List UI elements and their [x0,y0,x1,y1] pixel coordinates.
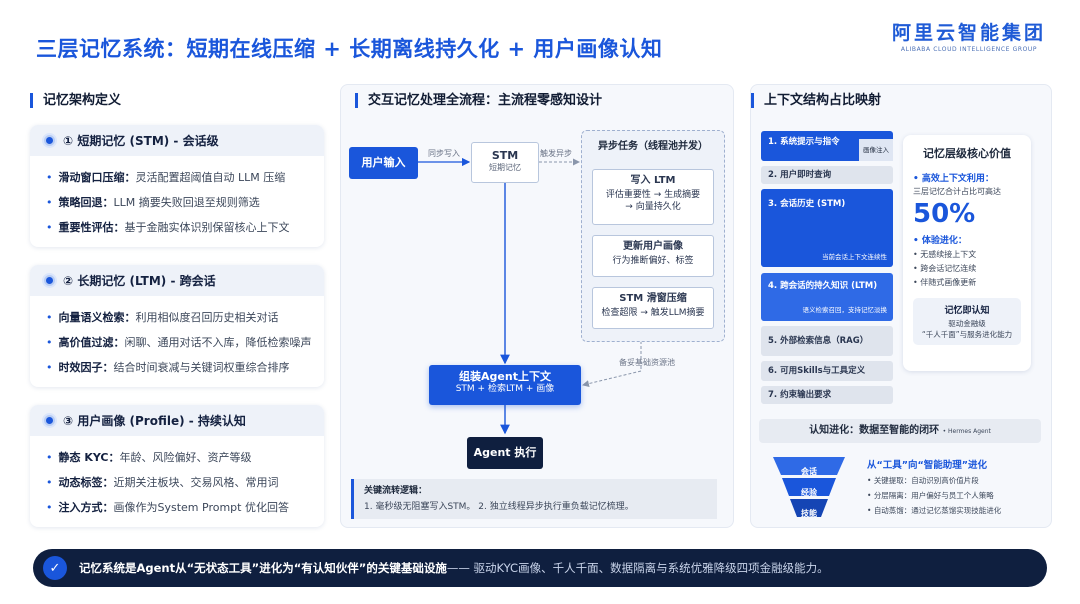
list-item: 向量语义检索：利用相似度召回历史相关对话 [46,305,324,330]
evo-title: 认知进化：数据至智能的闭环 • Hermes Agent [759,419,1041,443]
flow-panel: 交互记忆处理全流程：主流程零感知设计 用户输入 同步写入 STM 短期记忆 触发… [340,84,734,528]
list-item: 滑动窗口压缩：灵活配置超阈值自动 LLM 压缩 [46,165,324,190]
list-item: 重要性评估：基于金融实体识别保留核心上下文 [46,215,324,240]
stm-card: ① 短期记忆 (STM) - 会话级 滑动窗口压缩：灵活配置超阈值自动 LLM … [30,125,324,247]
mid-header: 交互记忆处理全流程：主流程零感知设计 [355,93,602,108]
segment-2: 2. 用户即时查询 [761,166,893,184]
list-item: 策略回退：LLM 摘要失败回退至规则筛选 [46,190,324,215]
value-card: 记忆层级核心价值 • 高效上下文利用： 三层记忆合计占比可高达 50% • 体验… [903,135,1031,371]
segment-7: 7. 约束输出要求 [761,386,893,404]
list-item: 注入方式：画像作为System Prompt 优化回答 [46,495,324,520]
segment-1: 1. 系统提示与指令画像注入 [761,131,893,161]
cognition-box: 记忆即认知 驱动金融级“千人千面”与服务进化能力 [913,298,1021,345]
page-title: 三层记忆系统：短期在线压缩 + 长期离线持久化 + 用户画像认知 [36,37,663,61]
list-item: 动态标签：近期关注板块、交易风格、常用词 [46,470,324,495]
left-header: 记忆架构定义 [30,93,121,108]
list-item: • 自动蒸馏：通过记忆蒸馏实现技能进化 [867,506,1002,515]
sync-label: 同步写入 [428,149,460,158]
logic-note: 关键流转逻辑： 1. 毫秒级无阻塞写入STM。 2. 独立线程异步执行重负载记忆… [351,479,717,519]
backup-label: 备妥基础资源池 [619,358,675,367]
segment-6: 6. 可用Skills与工具定义 [761,361,893,381]
funnel-icon [773,457,845,517]
right-header: 上下文结构占比映射 [751,93,881,108]
list-item: 静态 KYC：年龄、风险偏好、资产等级 [46,445,324,470]
list-item: • 分层隔离：用户偏好与员工个人策略 [867,491,994,500]
bullet-icon [44,415,55,426]
funnel-label: 经验 [801,488,817,497]
task-node: STM 滑窗压缩 检查超限 → 触发LLM摘要 [592,287,714,329]
bullet-icon [44,135,55,146]
segment-3: 3. 会话历史 (STM)当前会话上下文连续性 [761,189,893,267]
summary-banner: ✓ 记忆系统是Agent从“无状态工具”进化为“有认知伙伴”的关键基础设施 ——… [33,549,1047,587]
check-icon: ✓ [43,556,67,580]
task-node: 写入 LTM 评估重要性 → 生成摘要→ 向量持久化 [592,169,714,225]
assemble-node: 组装Agent上下文 STM + 检索LTM + 画像 [429,365,581,405]
task-node: 更新用户画像 行为推断偏好、标签 [592,235,714,277]
bullet-icon [44,275,55,286]
funnel-label: 技能 [801,509,817,518]
list-item: • 伴随式画像更新 [913,278,977,287]
list-item: • 跨会话记忆连续 [913,264,977,273]
profile-card: ③ 用户画像 (Profile) - 持续认知 静态 KYC：年龄、风险偏好、资… [30,405,324,527]
async-group: 异步任务（线程池并发） 写入 LTM 评估重要性 → 生成摘要→ 向量持久化 更… [581,130,725,342]
value-percent: 50% [913,199,976,229]
segment-5: 5. 外部检索信息（RAG） [761,326,893,356]
flow-arrows [418,157,642,435]
context-panel: 上下文结构占比映射 1. 系统提示与指令画像注入 2. 用户即时查询 3. 会话… [750,84,1052,528]
list-item: • 关键提取：自动识别高价值片段 [867,476,979,485]
list-item: • 无感续接上下文 [913,250,977,259]
agent-exec-node: Agent 执行 [467,437,543,469]
segment-4: 4. 跨会话的持久知识 (LTM)语义检索召回，支持记忆淡换 [761,273,893,321]
list-item: 高价值过滤：闲聊、通用对话不入库，降低检索噪声 [46,330,324,355]
async-label: 触发异步 [540,149,572,158]
ltm-card: ② 长期记忆 (LTM) - 跨会话 向量语义检索：利用相似度召回历史相关对话 … [30,265,324,387]
stm-node: STM 短期记忆 [471,142,539,183]
user-input-node: 用户输入 [349,147,418,179]
brand-logo: 阿里云智能集团 ALIBABA CLOUD INTELLIGENCE GROUP [891,22,1046,53]
evo-sub: 从“工具”向“智能助理”进化 [867,460,987,471]
list-item: 时效因子：结合时间衰减与关键词权重综合排序 [46,355,324,380]
funnel-label: 会话 [801,467,817,476]
